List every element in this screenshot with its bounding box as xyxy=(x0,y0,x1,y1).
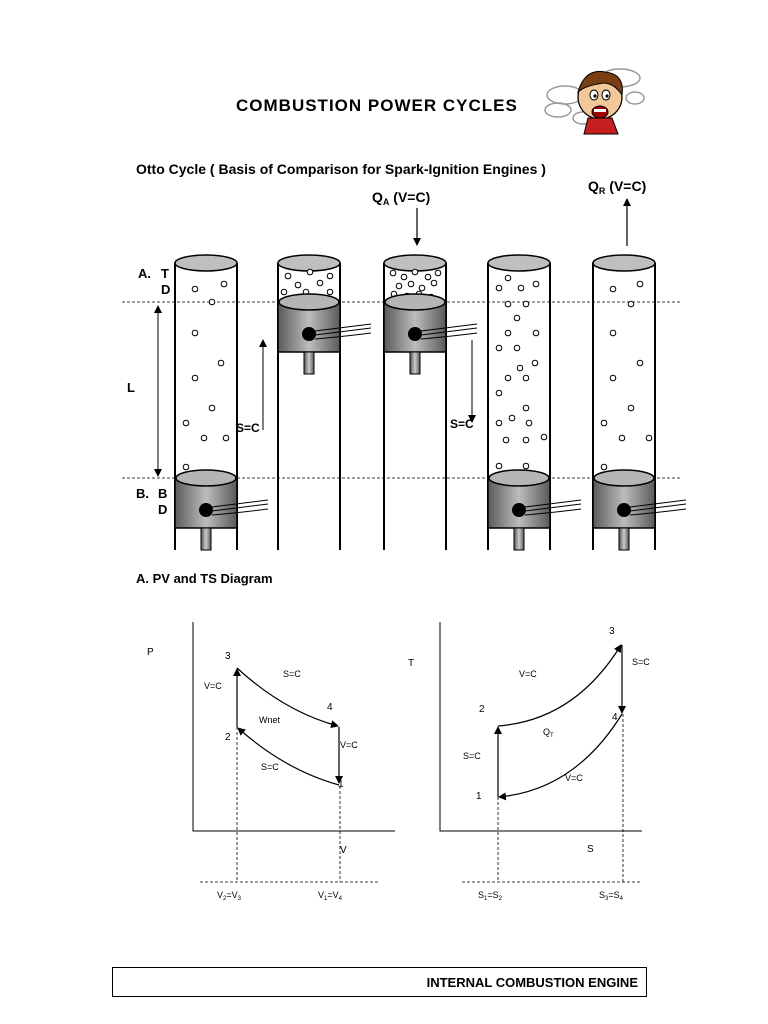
ts-s1-s2-label: S1=S2 xyxy=(478,890,503,902)
cylinder-exhaust xyxy=(592,254,687,551)
ts-process-23: V=C xyxy=(519,669,537,679)
bdc-prefix: B. xyxy=(136,486,149,501)
pv-process-41: V=C xyxy=(340,740,358,750)
ts-s-axis-label: S xyxy=(587,844,594,855)
pv-point-4: 4 xyxy=(327,702,333,713)
bdc-b-label: B xyxy=(158,486,167,501)
footer-text: INTERNAL COMBUSTION ENGINE xyxy=(426,975,638,990)
ts-t-axis-label: T xyxy=(408,658,414,669)
pv-ts-diagram-heading: A. PV and TS Diagram xyxy=(136,571,273,586)
ts-point-2: 2 xyxy=(479,704,485,715)
compression-s-label: S=C xyxy=(236,421,260,435)
ts-process-12: S=C xyxy=(463,751,481,761)
ts-qt-label: QT xyxy=(543,727,554,739)
tdc-prefix: A. xyxy=(138,266,151,281)
ts-point-1: 1 xyxy=(476,791,482,802)
pv-point-1: 1 xyxy=(338,779,344,790)
ts-process-41: V=C xyxy=(565,773,583,783)
ts-process-34: S=C xyxy=(632,657,650,667)
stroke-length-label: L xyxy=(127,380,135,395)
tdc-d-label: D xyxy=(161,282,170,297)
bdc-d-label: D xyxy=(158,502,167,517)
cartoon-character-in-smoke-icon xyxy=(544,68,645,135)
pv-point-2: 2 xyxy=(225,732,231,743)
qr-label: QR (V=C) xyxy=(588,178,646,196)
ts-s3-s4-label: S3=S4 xyxy=(599,890,624,902)
pv-process-12: S=C xyxy=(261,762,279,772)
pv-v1-v4-label: V1=V4 xyxy=(318,890,343,902)
pv-point-3: 3 xyxy=(225,651,231,662)
ts-diagram: T S 3 4 2 1 S=C V=C S=C V=C QT S1=S2 S3=… xyxy=(408,622,650,902)
ts-point-4: 4 xyxy=(612,712,618,723)
pv-v2-v3-label: V2=V3 xyxy=(217,890,242,902)
pv-wnet-label: Wnet xyxy=(259,715,281,725)
pv-diagram: P V 3 4 2 1 V=C S=C V=C S=C Wnet V2=V3 V… xyxy=(147,622,395,902)
cylinder-expansion-end xyxy=(487,254,582,551)
cylinder-combustion xyxy=(383,254,478,551)
otto-cycle-heading: Otto Cycle ( Basis of Comparison for Spa… xyxy=(136,161,546,177)
tdc-t-label: T xyxy=(161,266,169,281)
pv-process-23: V=C xyxy=(204,681,222,691)
qa-label: QA (V=C) xyxy=(372,189,430,207)
footer-box: INTERNAL COMBUSTION ENGINE xyxy=(112,967,647,997)
ts-point-3: 3 xyxy=(609,626,615,637)
cylinder-compression-end xyxy=(277,254,372,551)
expansion-s-label: S=C xyxy=(450,417,474,431)
cylinder-intake xyxy=(174,254,269,551)
pv-process-34: S=C xyxy=(283,669,301,679)
pv-v-axis-label: V xyxy=(340,845,347,856)
page-title: COMBUSTION POWER CYCLES xyxy=(236,96,518,115)
pv-p-axis-label: P xyxy=(147,647,154,658)
